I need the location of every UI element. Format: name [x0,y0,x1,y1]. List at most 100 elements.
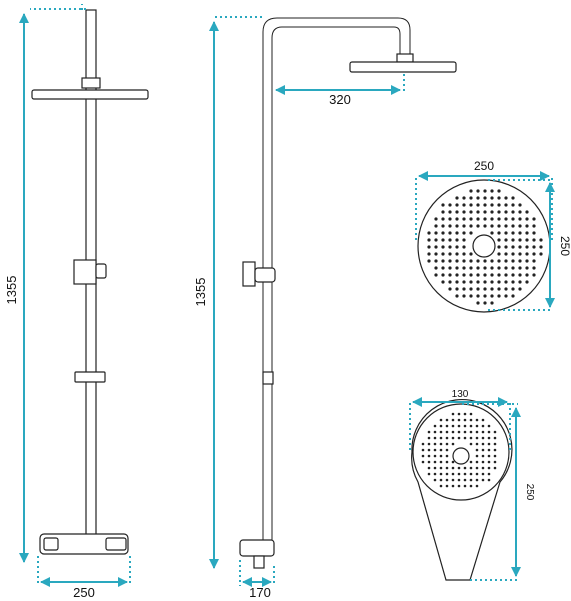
nozzle-dot [463,478,467,482]
nozzle-dot [490,301,494,305]
nozzle-dot [455,266,459,270]
overhead-shower-nozzles [427,189,543,305]
hand-shower-center [452,447,470,465]
nozzle-dot [497,238,501,242]
nozzle-dot [427,460,431,464]
nozzle-dot [525,210,529,214]
nozzle-dot [434,231,438,235]
nozzle-dot [525,280,529,284]
nozzle-dot [462,259,466,263]
nozzle-dot [525,259,529,263]
nozzle-dot [455,294,459,298]
nozzle-dot [469,484,473,488]
nozzle-dot [451,418,455,422]
nozzle-dot [448,231,452,235]
nozzle-dot [490,231,494,235]
nozzle-dot [433,454,437,458]
nozzle-dot [434,252,438,256]
nozzle-dot [439,436,443,440]
nozzle-dot [487,466,491,470]
nozzle-dot [434,217,438,221]
nozzle-dot [511,259,515,263]
nozzle-dot [445,484,449,488]
nozzle-dot [476,217,480,221]
nozzle-dot [445,436,449,440]
nozzle-dot [493,442,497,446]
nozzle-dot [483,196,487,200]
nozzle-dot [497,231,501,235]
nozzle-dot [511,196,515,200]
nozzle-dot [462,245,466,249]
nozzle-dot [481,442,485,446]
nozzle-dot [469,478,473,482]
nozzle-dot [434,259,438,263]
nozzle-dot [462,294,466,298]
nozzle-dot [511,294,515,298]
nozzle-dot [532,238,536,242]
nozzle-dot [445,418,449,422]
nozzle-dot [455,287,459,291]
nozzle-dot [462,238,466,242]
nozzle-dot [511,217,515,221]
nozzle-dot [469,436,473,440]
nozzle-dot [497,210,501,214]
nozzle-dot [497,196,501,200]
nozzle-dot [451,442,455,446]
nozzle-dot [476,266,480,270]
nozzle-dot [504,252,508,256]
nozzle-dot [518,266,522,270]
nozzle-dot [475,436,479,440]
nozzle-dot [476,210,480,214]
nozzle-dot [427,442,431,446]
nozzle-dot [441,266,445,270]
nozzle-dot [511,203,515,207]
nozzle-dot [504,266,508,270]
nozzle-dot [490,189,494,193]
nozzle-dot [463,412,467,416]
nozzle-dot [469,442,473,446]
nozzle-dot [439,424,443,428]
nozzle-dot [497,217,501,221]
nozzle-dot [518,259,522,263]
nozzle-dot [475,430,479,434]
nozzle-dot [481,424,485,428]
nozzle-dot [475,484,479,488]
nozzle-dot [462,231,466,235]
nozzle-dot [421,442,425,446]
nozzle-dot [504,245,508,249]
nozzle-dot [518,210,522,214]
nozzle-dot [439,466,443,470]
nozzle-dot [493,430,497,434]
nozzle-dot [497,273,501,277]
nozzle-dot [518,224,522,228]
nozzle-dot [476,280,480,284]
nozzle-dot [469,231,473,235]
nozzle-dot [469,189,473,193]
nozzle-dot [445,460,449,464]
side-head-connector [396,53,414,63]
nozzle-dot [469,418,473,422]
nozzle-dot [493,466,497,470]
nozzle-dot [483,266,487,270]
nozzle-dot [445,472,449,476]
nozzle-dot [476,224,480,228]
front-height-label: 1355 [4,276,19,305]
nozzle-dot [433,436,437,440]
nozzle-dot [421,448,425,452]
nozzle-dot [451,424,455,428]
nozzle-dot [487,460,491,464]
side-depth-label: 170 [249,585,271,600]
nozzle-dot [504,273,508,277]
nozzle-dot [511,245,515,249]
nozzle-dot [483,301,487,305]
nozzle-dot [497,280,501,284]
nozzle-dot [463,424,467,428]
nozzle-dot [421,454,425,458]
nozzle-dot [504,294,508,298]
nozzle-dot [504,224,508,228]
nozzle-dot [483,217,487,221]
nozzle-dot [532,245,536,249]
nozzle-dot [455,280,459,284]
nozzle-dot [469,412,473,416]
